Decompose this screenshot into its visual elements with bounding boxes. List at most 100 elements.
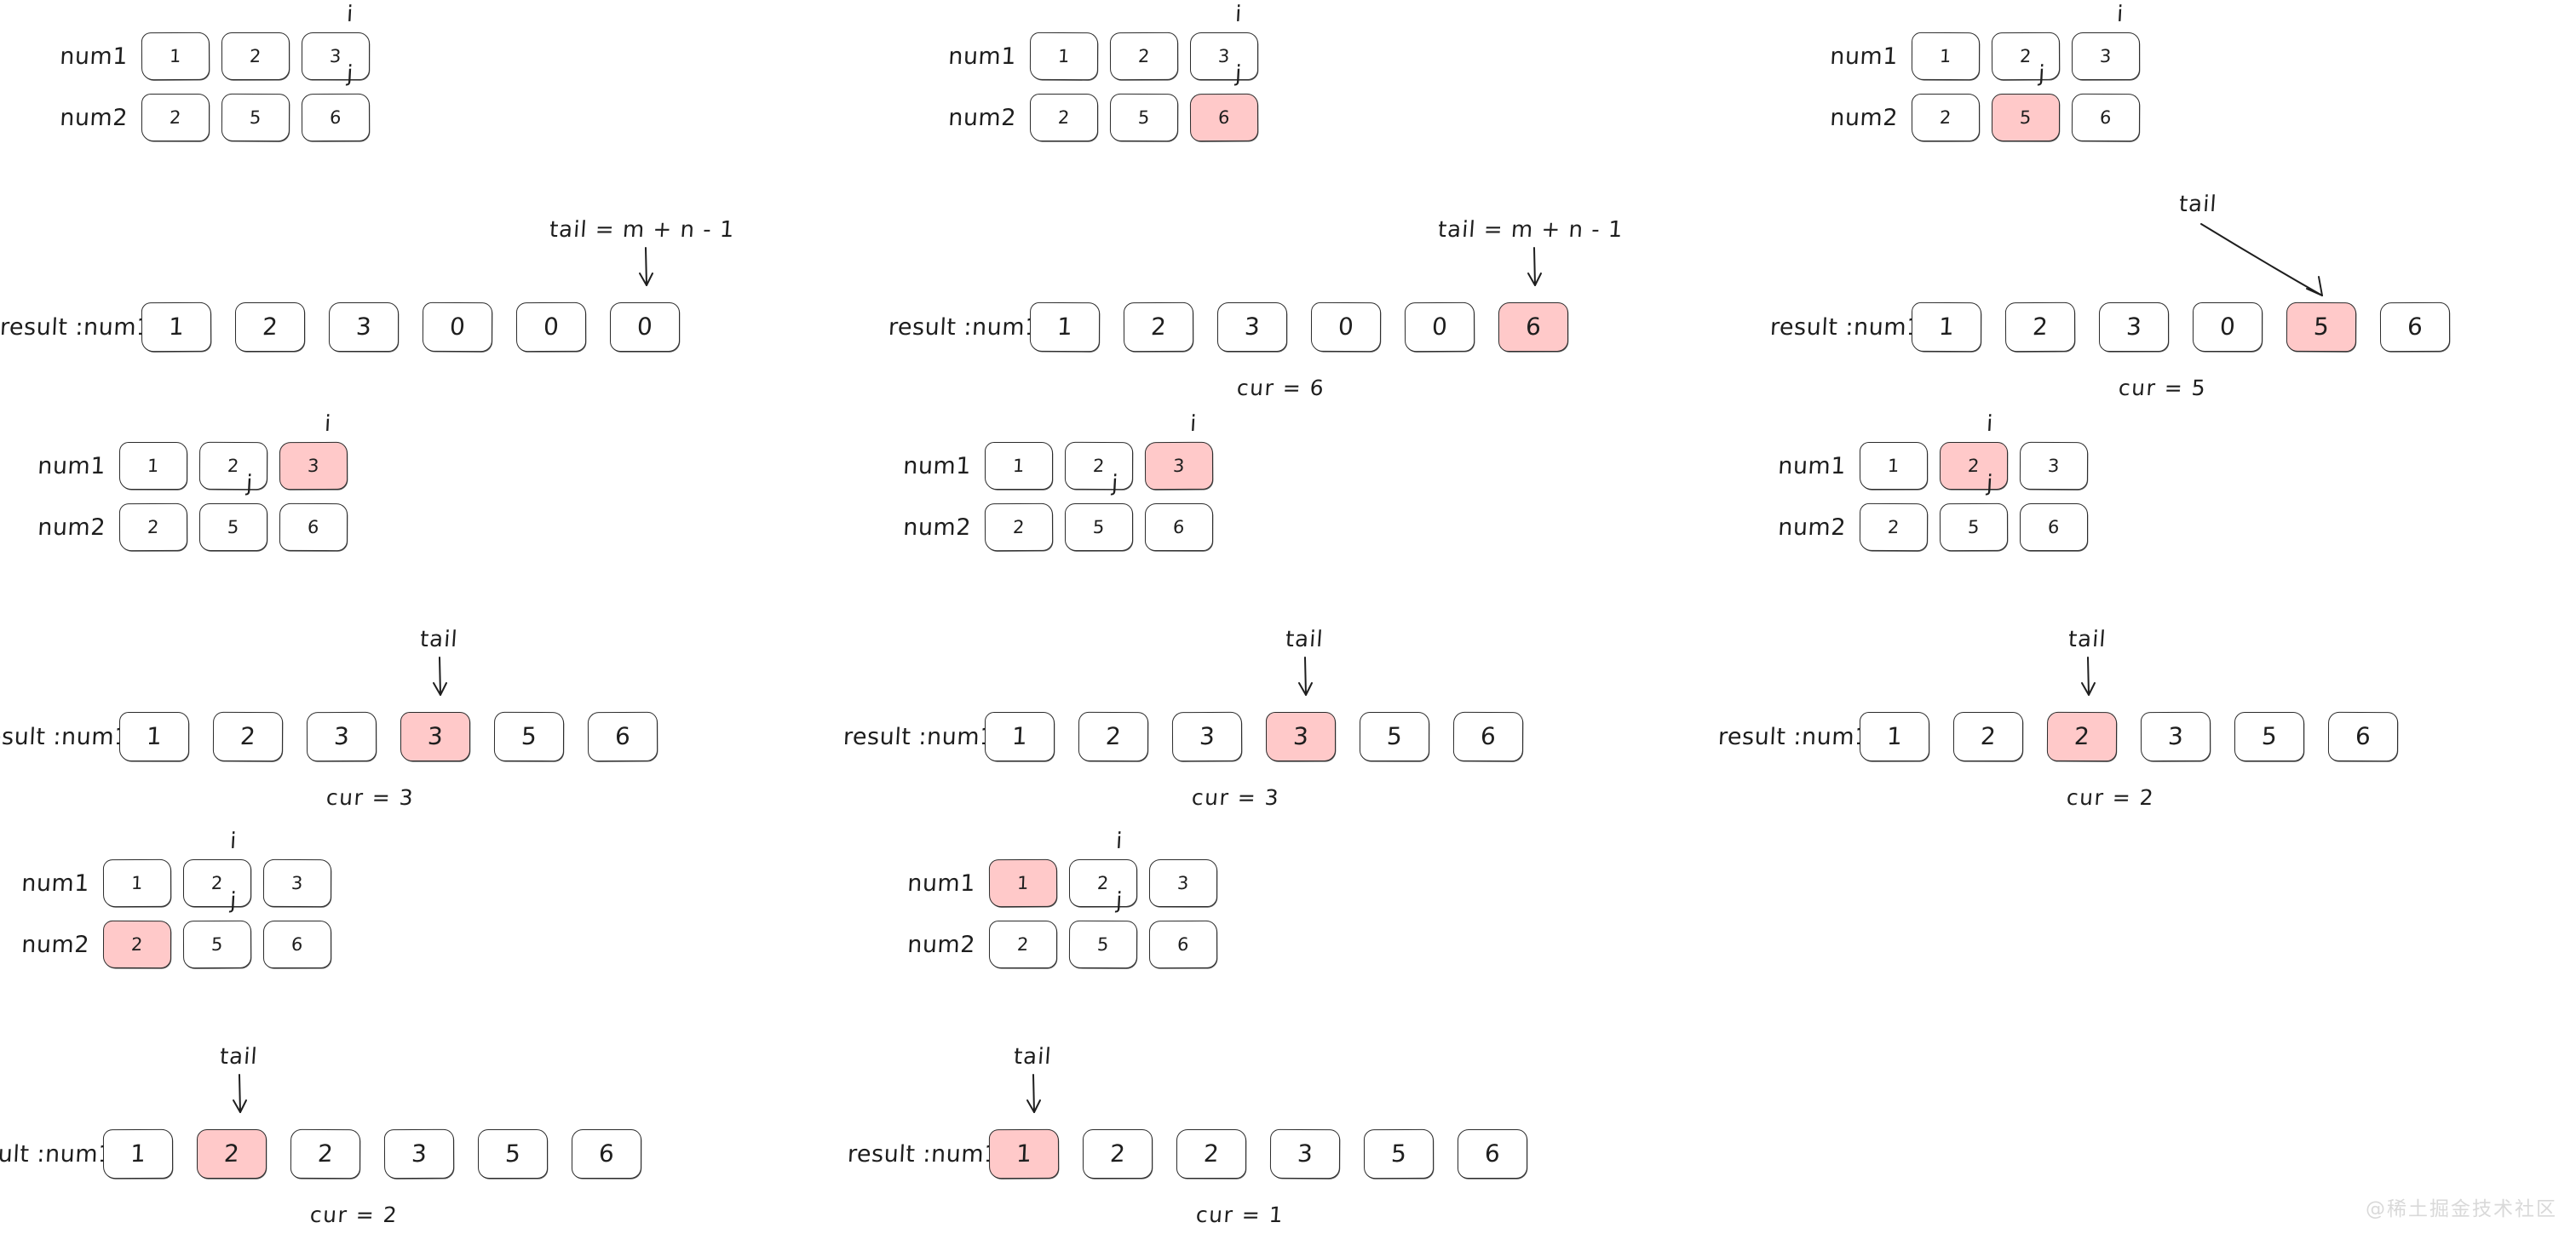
num2-row-cell[interactable]: 6 [301, 93, 371, 142]
num2-row-cell[interactable]: 5 [1109, 93, 1179, 142]
num1-row-cell[interactable]: 2 [1064, 441, 1134, 491]
result-row-cell[interactable]: 2 [1078, 711, 1149, 762]
num1-row-cell[interactable]: 1 [1911, 32, 1981, 81]
num1-row-cell[interactable]: 1 [141, 32, 210, 81]
result-row-cell[interactable]: 1 [988, 1128, 1060, 1179]
num2-row-cell[interactable]: 2 [1030, 94, 1098, 141]
result-row-cell[interactable]: 0 [2192, 301, 2263, 353]
num1-row-cell[interactable]: 1 [1029, 32, 1099, 81]
result-row-cell[interactable]: 3 [1269, 1128, 1341, 1179]
num2-row-cell[interactable]: 6 [1144, 502, 1214, 552]
result-row-cell[interactable]: 2 [1176, 1128, 1247, 1179]
num1-row-cell[interactable]: 3 [279, 441, 348, 491]
result-row-cell[interactable]: 1 [1911, 301, 1982, 353]
result-row-cell[interactable]: 6 [587, 711, 658, 762]
result-row-cell[interactable]: 2 [2004, 301, 2076, 353]
num1-row-cell[interactable]: 2 [1991, 32, 2061, 81]
num1-row-cell[interactable]: 2 [198, 441, 268, 491]
result-row-cell[interactable]: 5 [2234, 712, 2304, 761]
result-row-cell[interactable]: 0 [1310, 301, 1382, 353]
result-row-cell[interactable]: 2 [1082, 1128, 1153, 1179]
result-row-cell[interactable]: 3 [1217, 302, 1287, 352]
num1-row-cell[interactable]: 1 [985, 442, 1053, 490]
num1-row-cell[interactable]: 2 [1939, 441, 2009, 491]
result-row-cell[interactable]: 2 [212, 711, 284, 762]
num2-row-cell[interactable]: 5 [199, 503, 267, 551]
result-row-cell[interactable]: 6 [2379, 301, 2451, 353]
result-row-cell[interactable]: 6 [1458, 1129, 1527, 1179]
num2-row-cell[interactable]: 6 [2071, 93, 2141, 142]
num1-row-cell[interactable]: 3 [2019, 441, 2089, 491]
num1-row-cell[interactable]: 3 [1144, 441, 1214, 491]
num1-row-cell[interactable]: 1 [988, 858, 1058, 908]
result-row-cell[interactable]: 3 [328, 301, 400, 353]
num2-row-cell[interactable]: 2 [1911, 93, 1981, 142]
result-row-cell[interactable]: 3 [306, 711, 377, 762]
result-row-cell[interactable]: 6 [1452, 711, 1524, 762]
num2-row-cell[interactable]: 2 [102, 920, 172, 969]
num1-row-cell[interactable]: 3 [1148, 858, 1218, 908]
pointer-j-label: j [1111, 470, 1119, 497]
result-row-cell[interactable]: 5 [477, 1128, 549, 1179]
result-row-cell[interactable]: 1 [985, 712, 1055, 761]
num2-row-cell[interactable]: 6 [1148, 920, 1218, 969]
num2-row-cell[interactable]: 5 [1991, 93, 2061, 142]
pointer-i-label: i [2116, 1, 2125, 28]
result-row-cell[interactable]: 1 [1029, 301, 1101, 353]
num2-row-cell[interactable]: 2 [118, 502, 188, 552]
num1-row-cell[interactable]: 2 [1109, 32, 1179, 81]
result-row-cell[interactable]: 1 [1859, 711, 1930, 762]
result-row-cell[interactable]: 2 [197, 1129, 267, 1179]
result-row-cell[interactable]: 2 [1952, 711, 2024, 762]
result-row-cell[interactable]: 1 [102, 1128, 174, 1179]
result-row-cell[interactable]: 5 [1363, 1128, 1435, 1179]
num2-row-cell[interactable]: 5 [1939, 502, 2009, 552]
result-row-cell[interactable]: 5 [493, 711, 565, 762]
result-row-cell[interactable]: 6 [2327, 711, 2399, 762]
num1-row-cell[interactable]: 2 [221, 32, 290, 81]
result-row-cell[interactable]: 2 [290, 1128, 361, 1179]
num2-row-cell[interactable]: 2 [141, 93, 210, 142]
result-row-cell[interactable]: 6 [1498, 301, 1569, 353]
result-row-cell[interactable]: 0 [422, 301, 493, 353]
num2-row-cell[interactable]: 2 [984, 502, 1054, 552]
num2-row-cell[interactable]: 5 [1068, 920, 1138, 969]
result-row-cell[interactable]: 2 [234, 301, 306, 353]
num2-row-cell[interactable]: 6 [279, 502, 348, 552]
num1-row-cell[interactable]: 1 [102, 858, 172, 908]
result-row-cell[interactable]: 0 [515, 301, 587, 353]
num2-row-cell[interactable]: 5 [221, 93, 290, 142]
num1-row-cell[interactable]: 3 [262, 858, 332, 908]
result-row-cell[interactable]: 3 [400, 712, 470, 761]
result-row-cell[interactable]: 0 [610, 302, 680, 352]
result-row-cell[interactable]: 2 [1123, 301, 1194, 353]
num1-row-cell[interactable]: 1 [1859, 441, 1929, 491]
num1-row-cell[interactable]: 3 [2071, 32, 2141, 81]
num2-row-cell[interactable]: 6 [2020, 503, 2088, 551]
num1-row-cell[interactable]: 2 [1068, 858, 1138, 908]
result-row-cell[interactable]: 2 [2046, 711, 2118, 762]
result-row-cell[interactable]: 1 [141, 301, 212, 353]
num2-row-cell[interactable]: 5 [1064, 502, 1134, 552]
result-row-cell[interactable]: 3 [2098, 301, 2170, 353]
result-row-cell[interactable]: 1 [118, 711, 190, 762]
num2-row-cell[interactable]: 2 [1859, 502, 1929, 552]
num1-row-cell[interactable]: 1 [118, 441, 188, 491]
result-row-cell[interactable]: 3 [1265, 711, 1337, 762]
num2-row-cell[interactable]: 6 [1189, 93, 1259, 142]
result-row-cell[interactable]: 5 [2286, 301, 2357, 353]
result-row-cell[interactable]: 0 [1404, 301, 1475, 353]
num2-row-cell[interactable]: 2 [988, 920, 1058, 969]
num2-row-cell[interactable]: 6 [262, 920, 332, 969]
result-row-cell[interactable]: 6 [571, 1128, 642, 1179]
num2-row-cell[interactable]: 5 [182, 920, 252, 969]
num1-row-cell[interactable]: 3 [1190, 32, 1258, 80]
result-row-cell[interactable]: 5 [1359, 711, 1430, 762]
num1-row-cell[interactable]: 2 [183, 859, 251, 907]
result-row-cell[interactable]: 3 [2140, 711, 2211, 762]
result-row-cell[interactable]: 3 [383, 1128, 455, 1179]
num1-row-cell[interactable]: 3 [301, 32, 371, 81]
result-row-cell[interactable]: 3 [1171, 711, 1243, 762]
